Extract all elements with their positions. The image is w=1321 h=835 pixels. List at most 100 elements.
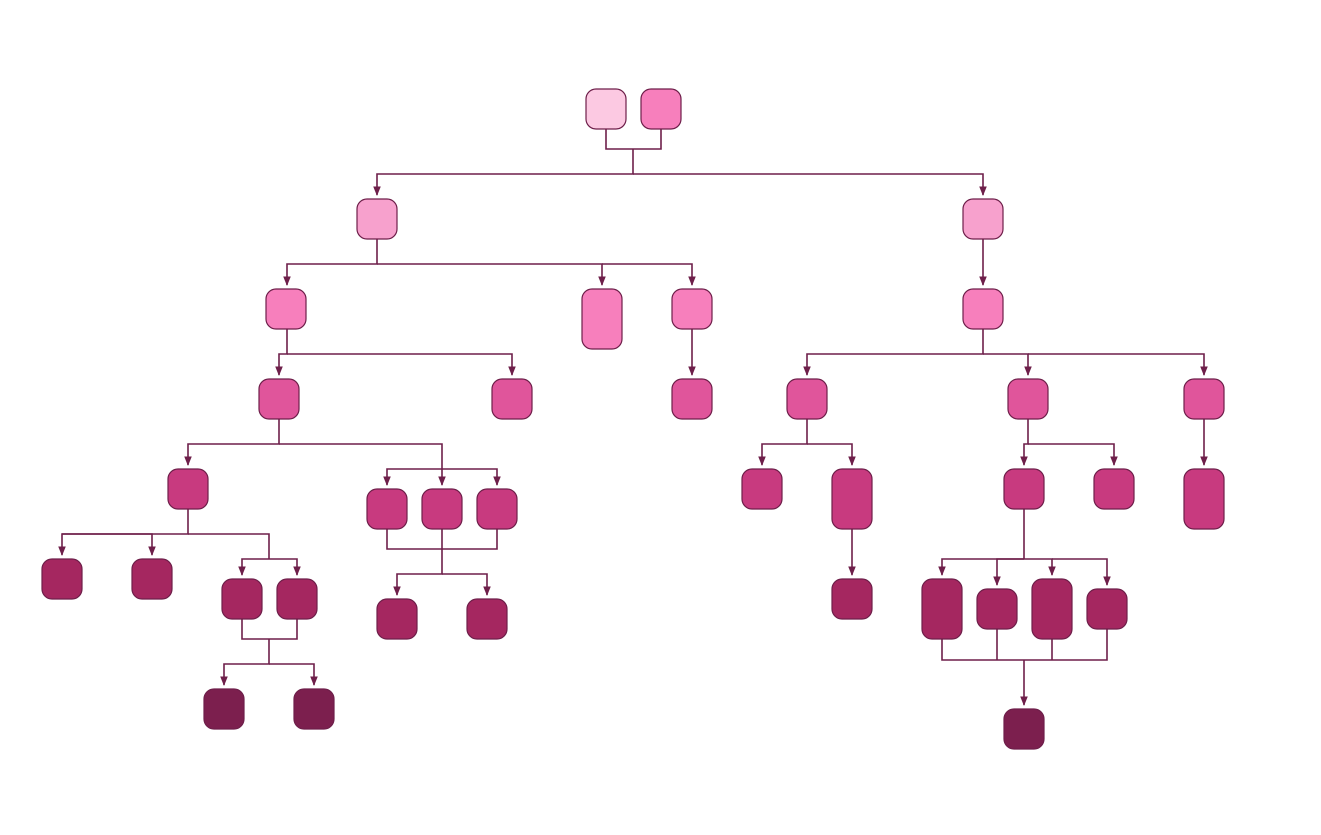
tree-node-a2[interactable] — [581, 288, 623, 350]
connector-line — [287, 353, 516, 376]
tree-node-box — [741, 468, 783, 510]
connector-line — [377, 263, 606, 286]
tree-node-box — [293, 688, 335, 730]
tree-node-k1[interactable] — [203, 688, 245, 730]
connector-line — [393, 529, 443, 596]
connector-line — [1028, 443, 1118, 466]
tree-node-g1[interactable] — [41, 558, 83, 600]
tree-node-d2[interactable] — [831, 468, 873, 530]
connector-line — [1020, 419, 1029, 466]
tree-node-box — [466, 598, 508, 640]
connector-line — [373, 149, 634, 196]
tree-node-j2[interactable] — [976, 588, 1018, 630]
tree-node-box — [41, 558, 83, 600]
tree-node-box — [671, 288, 713, 330]
tree-node-box — [203, 688, 245, 730]
tree-node-box — [831, 578, 873, 620]
connector-line — [279, 443, 446, 486]
tree-node-root-left[interactable] — [585, 88, 627, 130]
connector-line — [442, 573, 491, 596]
tree-node-j4[interactable] — [1086, 588, 1128, 630]
tree-node-box — [131, 558, 173, 600]
tree-node-a[interactable] — [356, 198, 398, 240]
tree-node-a1-2[interactable] — [491, 378, 533, 420]
tree-node-box — [376, 598, 418, 640]
tree-node-box — [167, 468, 209, 510]
tree-nodes — [41, 88, 1225, 750]
tree-node-box — [258, 378, 300, 420]
tree-node-box — [671, 378, 713, 420]
tree-node-e2[interactable] — [1093, 468, 1135, 510]
tree-node-box — [1086, 588, 1128, 630]
connector-line — [1028, 353, 1208, 376]
tree-node-a3-1[interactable] — [671, 378, 713, 420]
tree-node-k3[interactable] — [1003, 708, 1045, 750]
tree-node-a1-1[interactable] — [258, 378, 300, 420]
connector-line — [807, 443, 856, 466]
tree-node-box — [356, 198, 398, 240]
connector-line — [220, 639, 270, 686]
connector-line — [941, 629, 1108, 661]
tree-node-g3[interactable] — [221, 578, 263, 620]
tree-node-c2[interactable] — [366, 488, 408, 530]
connector-line — [184, 419, 280, 466]
connector-line — [58, 509, 189, 556]
connector-line — [238, 558, 269, 576]
connector-line — [758, 419, 808, 466]
tree-node-box — [581, 288, 623, 350]
tree-node-f1[interactable] — [1183, 468, 1225, 530]
tree-node-d1[interactable] — [741, 468, 783, 510]
connector-line — [633, 173, 987, 196]
tree-node-h2[interactable] — [466, 598, 508, 640]
tree-node-box — [1093, 468, 1135, 510]
tree-node-box — [476, 488, 518, 530]
tree-node-box — [1007, 378, 1049, 420]
connector-line — [1024, 558, 1056, 576]
connector-line — [983, 353, 1032, 376]
connector-line — [605, 129, 662, 150]
tree-node-b1-3[interactable] — [1183, 378, 1225, 420]
tree-node-box — [640, 88, 682, 130]
tree-node-e1[interactable] — [1003, 468, 1045, 510]
tree-node-box — [1003, 708, 1045, 750]
tree-node-c4[interactable] — [476, 488, 518, 530]
tree-node-box — [976, 588, 1018, 630]
tree-node-b[interactable] — [962, 198, 1004, 240]
connector-line — [283, 239, 378, 286]
tree-node-box — [831, 468, 873, 530]
connector-line — [1052, 558, 1111, 586]
tree-node-box — [366, 488, 408, 530]
tree-node-a3[interactable] — [671, 288, 713, 330]
tree-node-box — [1183, 468, 1225, 530]
tree-node-box — [1003, 468, 1045, 510]
connector-line — [993, 558, 1024, 586]
tree-node-box — [962, 198, 1004, 240]
connector-line — [241, 619, 298, 640]
tree-node-c3[interactable] — [421, 488, 463, 530]
connector-line — [803, 329, 984, 376]
tree-node-c1[interactable] — [167, 468, 209, 510]
tree-node-g2[interactable] — [131, 558, 173, 600]
connector-line — [275, 329, 288, 376]
tree-node-j1[interactable] — [921, 578, 963, 640]
tree-node-box — [265, 288, 307, 330]
tree-node-k2[interactable] — [293, 688, 335, 730]
tree-node-root-right[interactable] — [640, 88, 682, 130]
connector-line — [383, 468, 442, 486]
tree-node-box — [786, 378, 828, 420]
tree-node-j3[interactable] — [1031, 578, 1073, 640]
tree-node-b1-1[interactable] — [786, 378, 828, 420]
tree-node-h1[interactable] — [376, 598, 418, 640]
connector-line — [62, 533, 156, 556]
tree-node-b1-2[interactable] — [1007, 378, 1049, 420]
tree-node-g4[interactable] — [276, 578, 318, 620]
connector-line — [938, 558, 1024, 576]
tree-node-b1[interactable] — [962, 288, 1004, 330]
tree-node-i1[interactable] — [831, 578, 873, 620]
tree-node-a1[interactable] — [265, 288, 307, 330]
connector-line — [269, 663, 318, 686]
connector-line — [188, 533, 270, 559]
tree-node-box — [276, 578, 318, 620]
connector-line — [602, 263, 696, 286]
